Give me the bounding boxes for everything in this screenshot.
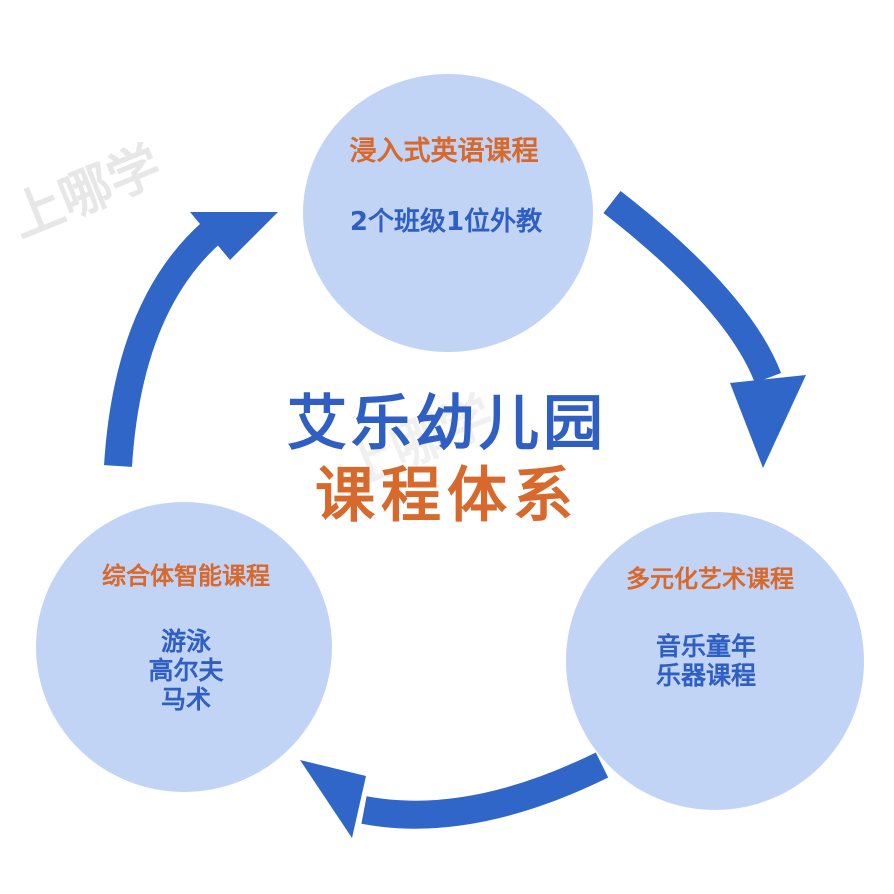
node-text-art-item: 乐器课程 xyxy=(655,660,757,690)
node-text-art-list: 音乐童年 乐器课程 xyxy=(655,632,757,691)
arrow-right-to-left xyxy=(361,752,609,829)
arrow-head-right xyxy=(730,375,806,468)
diagram-title-curriculum: 课程体系 xyxy=(315,461,579,531)
node-heading-sports: 综合体智能课程 xyxy=(102,562,270,590)
node-circle-sports xyxy=(36,502,332,792)
node-circle-english xyxy=(303,74,593,352)
node-text-sports-list: 游泳 高尔夫 马术 xyxy=(148,627,224,714)
node-text-english-teachers: 2个班级1位外教 xyxy=(349,207,543,237)
node-text-sports-item: 游泳 xyxy=(160,627,212,656)
node-heading-art: 多元化艺术课程 xyxy=(626,565,794,593)
node-heading-english: 浸入式英语课程 xyxy=(349,136,539,167)
diagram-title-school: 艾乐幼儿园 xyxy=(287,389,607,459)
arrow-left-to-top xyxy=(104,221,222,467)
node-circle-art xyxy=(566,512,864,810)
node-text-art-item: 音乐童年 xyxy=(655,632,757,661)
arrow-head-left xyxy=(300,760,366,838)
arrow-top-to-right xyxy=(603,190,782,384)
node-text-sports-item: 马术 xyxy=(160,684,212,714)
arrow-head-top xyxy=(190,212,278,260)
node-text-sports-item: 高尔夫 xyxy=(148,655,224,685)
